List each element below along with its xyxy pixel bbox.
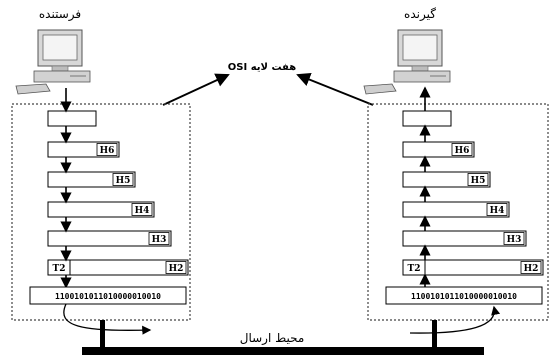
osi-label: هفت لایه OSI bbox=[228, 62, 296, 73]
sender-trailer-label: T2 bbox=[53, 264, 66, 274]
receiver-medium-post bbox=[432, 320, 437, 348]
receiver-header-label: H3 bbox=[507, 235, 522, 245]
receiver-header-label: H4 bbox=[490, 206, 505, 216]
sender-computer-icon bbox=[16, 30, 90, 94]
osi-arrow-right bbox=[298, 75, 373, 105]
receiver-trailer-label: T2 bbox=[408, 264, 421, 274]
sender-label: فرستنده bbox=[39, 7, 81, 22]
transmission-medium-bar bbox=[82, 347, 484, 355]
osi-arrow-left bbox=[163, 75, 228, 105]
receiver-header-label: H2 bbox=[524, 264, 539, 274]
sender-header-label: H2 bbox=[169, 264, 184, 274]
sender-header-label: H6 bbox=[100, 146, 115, 156]
receiver-bits: 1100101011010000010010 bbox=[411, 292, 517, 301]
receiver-layer-box bbox=[403, 111, 451, 126]
send-to-medium-arrow bbox=[64, 304, 150, 330]
receiver-computer-icon bbox=[364, 30, 450, 94]
sender-header-label: H5 bbox=[116, 176, 131, 186]
receiver-header-label: H6 bbox=[455, 146, 470, 156]
sender-header-label: H4 bbox=[135, 206, 150, 216]
receiver-label: گیرنده bbox=[404, 7, 436, 22]
receiver-header-label: H5 bbox=[471, 176, 486, 186]
sender-bits: 1100101011010000010010 bbox=[55, 292, 161, 301]
sender-layer-box bbox=[48, 111, 96, 126]
medium-label: محیط ارسال bbox=[240, 331, 305, 346]
sender-medium-post bbox=[100, 320, 105, 348]
sender-header-label: H3 bbox=[152, 235, 167, 245]
